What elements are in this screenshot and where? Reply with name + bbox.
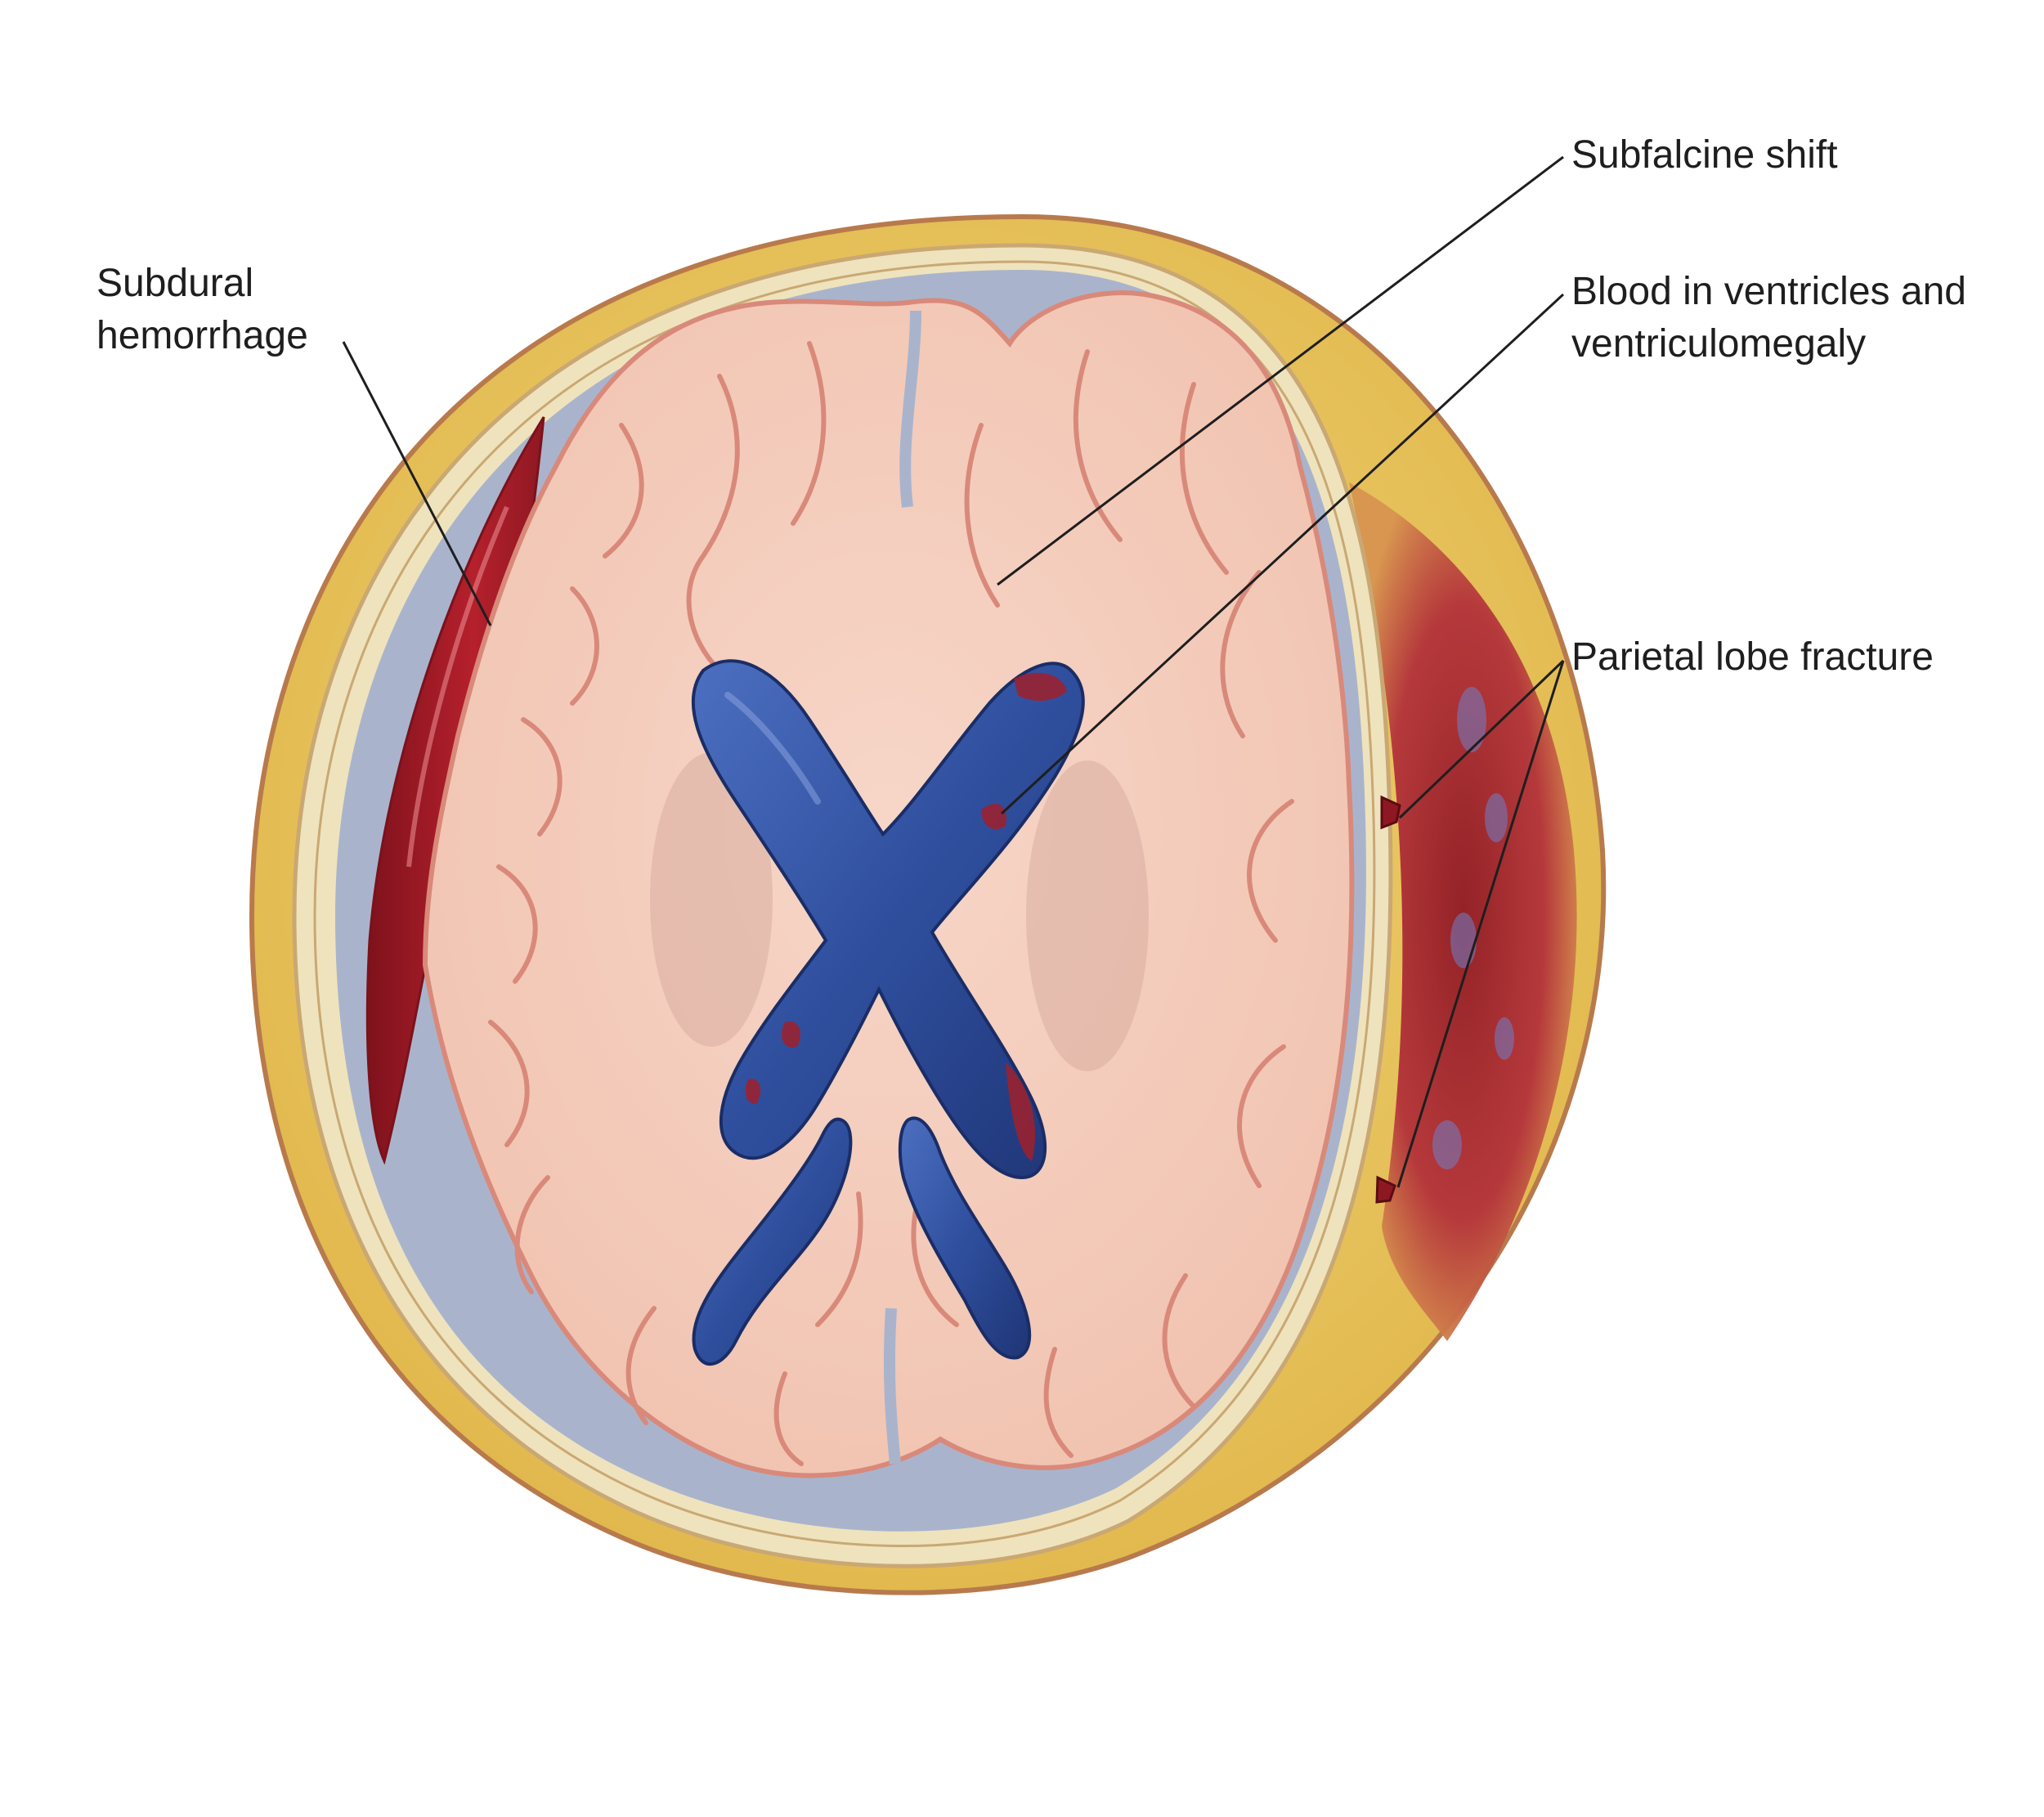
scalp-contusion bbox=[1349, 482, 1577, 1341]
falx-fissure-anterior bbox=[899, 310, 921, 508]
ventricle-highlight bbox=[724, 692, 821, 805]
leader-fracture-upper bbox=[1398, 659, 1565, 819]
sulci bbox=[488, 341, 1294, 1466]
occipital-horn-right bbox=[898, 1116, 1032, 1360]
label-parietal-lobe-fracture: Parietal lobe fracture bbox=[1571, 631, 1934, 684]
label-fracture-text: Parietal lobe fracture bbox=[1571, 635, 1934, 679]
label-subdural-hemorrhage: Subdural hemorrhage bbox=[96, 258, 308, 362]
lateral-ventricles bbox=[691, 659, 1085, 1180]
label-subdural-line1: Subdural bbox=[96, 262, 254, 305]
occipital-horn-left bbox=[692, 1117, 853, 1366]
label-ventricles-line2: ventriculomegaly bbox=[1571, 322, 1867, 366]
fracture-notch-upper bbox=[1380, 795, 1401, 830]
falx-fissure-posterior bbox=[883, 1308, 901, 1465]
skull-inner-table bbox=[313, 260, 1376, 1548]
label-ventricles-line1: Blood in ventricles and bbox=[1571, 270, 1966, 313]
intraventricular-blood bbox=[745, 672, 1067, 1161]
fracture-notch-lower bbox=[1375, 1175, 1396, 1204]
label-subdural-line2: hemorrhage bbox=[96, 314, 308, 357]
leader-lines bbox=[342, 155, 1565, 1188]
label-subfalcine-shift: Subfalcine shift bbox=[1571, 129, 1838, 182]
label-subfalcine-text: Subfalcine shift bbox=[1571, 133, 1838, 177]
basal-ganglia-right bbox=[1026, 760, 1149, 1071]
basal-ganglia-left bbox=[650, 752, 773, 1047]
leader-ventricles bbox=[1000, 293, 1565, 815]
label-blood-in-ventricles: Blood in ventricles and ventriculomegaly bbox=[1571, 266, 1966, 370]
leader-subdural bbox=[342, 341, 492, 626]
hemorrhage-highlight bbox=[406, 505, 509, 868]
leader-fracture-lower bbox=[1396, 660, 1565, 1188]
leader-subfalcine bbox=[997, 155, 1564, 586]
